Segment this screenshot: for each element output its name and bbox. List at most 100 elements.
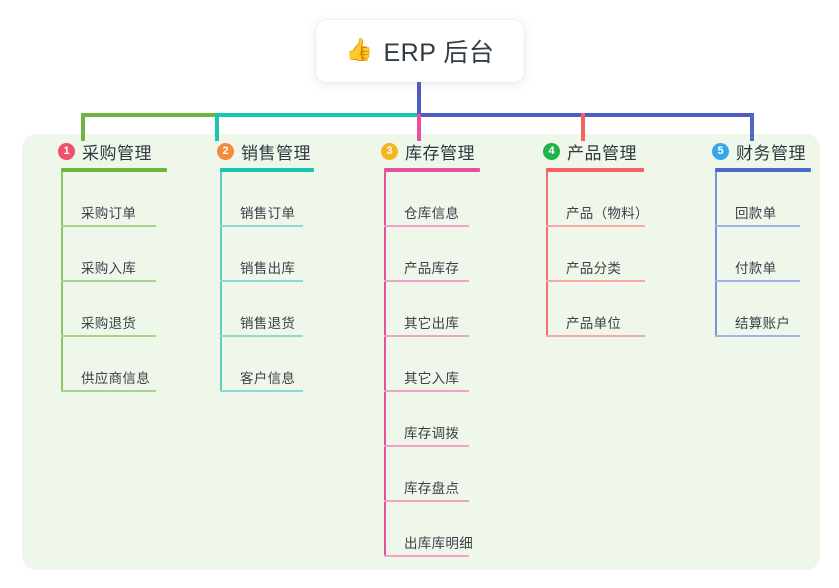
connector-drop-1 [81, 113, 85, 141]
branch-badge-2: 2 [217, 142, 234, 160]
list-item[interactable]: 回款单 [715, 172, 811, 227]
connector-drop-4 [581, 113, 585, 141]
list-item-label: 仓库信息 [404, 206, 460, 221]
list-item[interactable]: 结算账户 [715, 282, 811, 337]
branch-badge-4: 4 [543, 142, 560, 160]
list-item-rule [61, 280, 156, 282]
list-item[interactable]: 付款单 [715, 227, 811, 282]
connector-bus-green [81, 113, 217, 117]
list-item-label: 销售退货 [240, 316, 296, 331]
list-item[interactable]: 产品分类 [546, 227, 649, 282]
branch-rule-sales [220, 168, 314, 172]
list-item-rule [61, 390, 156, 392]
list-item-label: 销售订单 [240, 206, 296, 221]
list-item[interactable]: 客户信息 [220, 337, 314, 392]
branch-title-sales: 销售管理 [241, 143, 311, 163]
branch-items-product: 产品（物料） 产品分类 产品单位 [546, 172, 649, 337]
list-item[interactable]: 出库库明细 [384, 502, 480, 557]
list-item[interactable]: 销售退货 [220, 282, 314, 337]
diagram-backdrop-panel [22, 134, 820, 570]
list-item[interactable]: 产品（物料） [546, 172, 649, 227]
list-item[interactable]: 销售出库 [220, 227, 314, 282]
list-item[interactable]: 其它出库 [384, 282, 480, 337]
list-item-label: 付款单 [735, 261, 777, 276]
branch-items-purchasing: 采购订单 采购入库 采购退货 供应商信息 [61, 172, 167, 392]
list-item[interactable]: 库存调拨 [384, 392, 480, 447]
branch-header-sales[interactable]: 2 销售管理 [199, 134, 314, 168]
branch-items-inventory: 仓库信息 产品库存 其它出库 其它入库 库存调拨 库存盘点 [384, 172, 480, 557]
list-item[interactable]: 供应商信息 [61, 337, 167, 392]
list-item-rule [715, 280, 800, 282]
list-item-rule [384, 445, 469, 447]
list-item[interactable]: 采购订单 [61, 172, 167, 227]
connector-bus-teal [215, 113, 419, 117]
branch-rule-finance [715, 168, 811, 172]
branch-column-inventory: 3 库存管理 仓库信息 产品库存 其它出库 其它入库 库存调拨 [363, 134, 480, 557]
connector-drop-2 [215, 113, 219, 141]
list-item-label: 采购订单 [81, 206, 137, 221]
list-item-rule [61, 335, 156, 337]
list-item[interactable]: 产品单位 [546, 282, 649, 337]
branch-header-finance[interactable]: 5 财务管理 [694, 134, 811, 168]
branch-header-product[interactable]: 4 产品管理 [525, 134, 649, 168]
list-item-label: 产品库存 [404, 261, 460, 276]
list-item-rule [220, 390, 303, 392]
list-item-label: 回款单 [735, 206, 777, 221]
list-item-rule [546, 225, 645, 227]
list-item-label: 采购退货 [81, 316, 137, 331]
connector-drop-5 [750, 113, 754, 141]
connector-bus-indigo [417, 113, 754, 117]
list-item-rule [384, 500, 469, 502]
list-item-label: 产品单位 [566, 316, 622, 331]
branch-title-product: 产品管理 [567, 143, 637, 163]
list-item-rule [715, 225, 800, 227]
list-item-label: 库存盘点 [404, 481, 460, 496]
connector-trunk [417, 82, 421, 114]
branch-rule-product [546, 168, 644, 172]
connector-drop-3 [417, 113, 421, 141]
list-item-rule [384, 390, 469, 392]
branch-spine-purchasing [61, 172, 63, 392]
list-item[interactable]: 仓库信息 [384, 172, 480, 227]
list-item-label: 其它入库 [404, 371, 460, 386]
list-item-label: 供应商信息 [81, 371, 150, 386]
list-item-label: 出库库明细 [404, 536, 473, 551]
list-item[interactable]: 销售订单 [220, 172, 314, 227]
root-node-title: 👍 ERP 后台 [346, 33, 495, 69]
list-item-rule [546, 335, 645, 337]
branch-badge-3: 3 [381, 142, 398, 160]
list-item-rule [220, 280, 303, 282]
branch-column-finance: 5 财务管理 回款单 付款单 结算账户 [694, 134, 811, 337]
list-item[interactable]: 采购退货 [61, 282, 167, 337]
branch-spine-product [546, 172, 548, 337]
branch-spine-finance [715, 172, 717, 337]
branch-column-product: 4 产品管理 产品（物料） 产品分类 产品单位 [525, 134, 649, 337]
branch-items-finance: 回款单 付款单 结算账户 [715, 172, 811, 337]
list-item[interactable]: 产品库存 [384, 227, 480, 282]
branch-spine-sales [220, 172, 222, 392]
branch-badge-5: 5 [712, 142, 729, 160]
list-item-rule [384, 280, 469, 282]
list-item[interactable]: 库存盘点 [384, 447, 480, 502]
list-item-label: 客户信息 [240, 371, 296, 386]
root-node-card[interactable]: 👍 ERP 后台 [316, 20, 524, 82]
list-item-rule [220, 335, 303, 337]
branch-title-purchasing: 采购管理 [82, 143, 152, 163]
branch-header-inventory[interactable]: 3 库存管理 [363, 134, 480, 168]
list-item-rule [384, 555, 469, 557]
list-item-label: 采购入库 [81, 261, 137, 276]
list-item-label: 其它出库 [404, 316, 460, 331]
list-item-rule [384, 335, 469, 337]
root-node-label: ERP 后台 [383, 39, 495, 67]
list-item[interactable]: 其它入库 [384, 337, 480, 392]
list-item-rule [384, 225, 469, 227]
list-item[interactable]: 采购入库 [61, 227, 167, 282]
list-item-rule [715, 335, 800, 337]
list-item-label: 产品（物料） [566, 206, 649, 221]
list-item-rule [220, 225, 303, 227]
branch-column-purchasing: 1 采购管理 采购订单 采购入库 采购退货 供应商信息 [40, 134, 167, 392]
list-item-rule [61, 225, 156, 227]
branch-header-purchasing[interactable]: 1 采购管理 [40, 134, 167, 168]
branch-badge-1: 1 [58, 142, 75, 160]
branch-rule-purchasing [61, 168, 167, 172]
